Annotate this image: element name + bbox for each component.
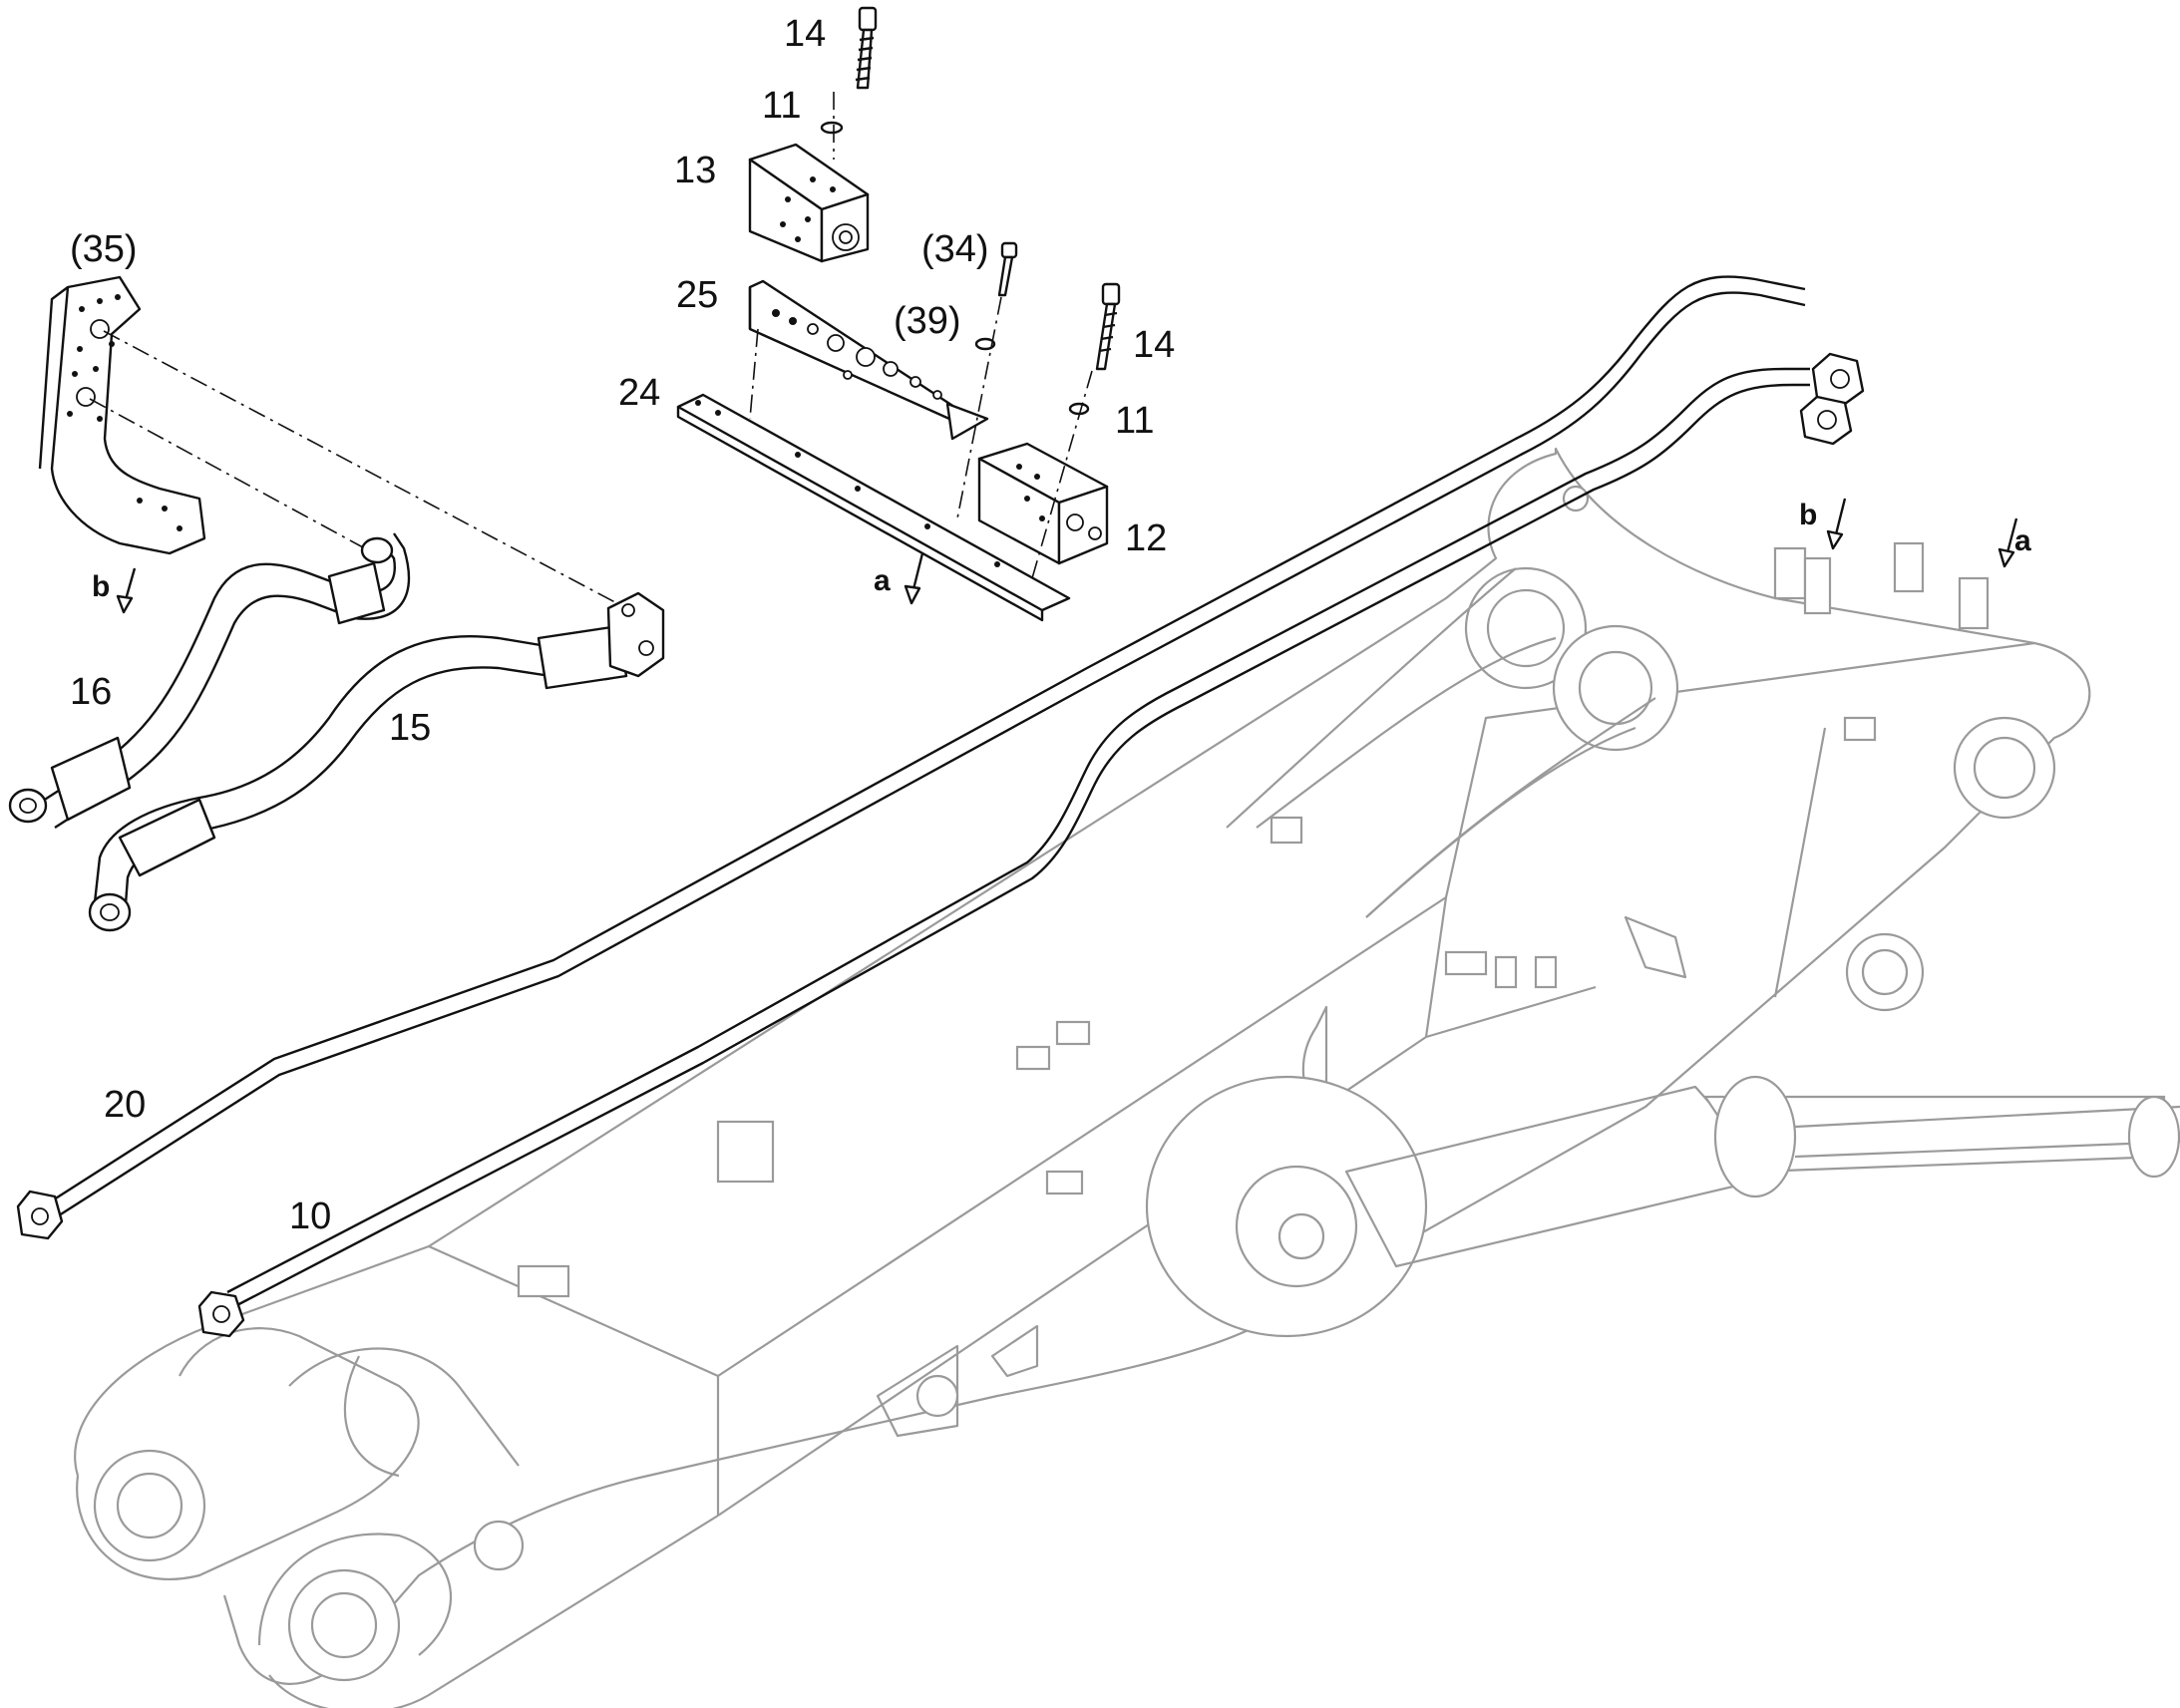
callout-14-top: 14 (784, 13, 826, 55)
washer-11-right (1068, 402, 1090, 416)
boom-assembly (74, 447, 2180, 1708)
plate-24 (676, 393, 1071, 622)
callout-39: (39) (894, 300, 961, 342)
hose-15 (88, 591, 665, 932)
pipe-20 (16, 275, 1806, 1240)
connection-mark-a-mid: a (874, 564, 891, 597)
assembly-line-25-24 (749, 328, 759, 420)
connection-arrows (116, 498, 2018, 614)
assembly-line-14 (1031, 370, 1093, 579)
bolt-14-right (1095, 282, 1121, 371)
connection-mark-b-left: b (92, 570, 110, 603)
hose-16 (8, 532, 411, 830)
callout-11-right: 11 (1115, 400, 1154, 442)
connection-mark-a-right: a (2014, 524, 2031, 557)
callout-15: 15 (389, 707, 431, 749)
callout-11-top: 11 (762, 85, 801, 127)
callout-12: 12 (1125, 517, 1167, 559)
washer-39 (974, 337, 996, 351)
assembly-line-34 (956, 296, 1002, 519)
callout-35: (35) (70, 228, 138, 270)
callout-13: 13 (674, 150, 716, 191)
bolt-14-top (855, 6, 878, 90)
callout-16: 16 (70, 671, 112, 713)
bracket-35 (38, 275, 206, 555)
callout-34: (34) (921, 228, 989, 270)
callout-20: 20 (104, 1084, 146, 1126)
valve-block-13 (748, 143, 870, 263)
callout-14-right: 14 (1133, 324, 1175, 366)
callout-24: 24 (618, 372, 660, 414)
pipe-10 (197, 367, 1810, 1338)
plate-25 (748, 279, 989, 441)
dash-line-35-16 (89, 398, 375, 554)
pipe-end-flanges (1799, 352, 1865, 446)
screw-34 (997, 241, 1018, 297)
connection-mark-b-right: b (1799, 499, 1817, 531)
washer-11-top (820, 121, 844, 135)
callout-10: 10 (289, 1196, 331, 1237)
valve-block-12 (977, 442, 1109, 565)
callout-25: 25 (676, 274, 718, 316)
